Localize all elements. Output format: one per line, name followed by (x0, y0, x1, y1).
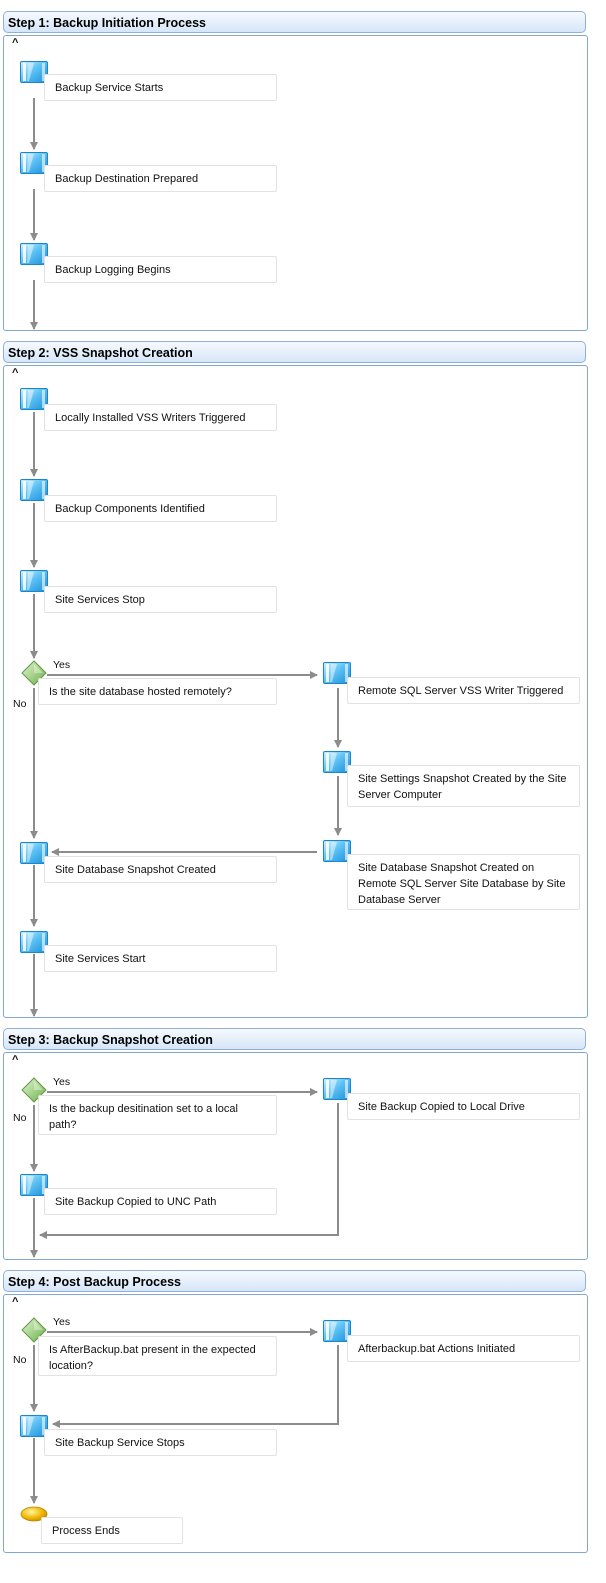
node-backup-components-identified[interactable]: Backup Components Identified (44, 495, 277, 522)
node-backup-service-starts[interactable]: Backup Service Starts (44, 74, 277, 101)
node-site-settings-snapshot[interactable]: Site Settings Snapshot Created by the Si… (347, 765, 580, 807)
connectors (30, 98, 38, 330)
section-step-2: Step 2: VSS Snapshot Creation ^ Locally … (3, 341, 588, 1018)
node-vss-writers-triggered[interactable]: Locally Installed VSS Writers Triggered (44, 404, 277, 431)
node-site-services-start[interactable]: Site Services Start (44, 945, 277, 972)
section-header[interactable]: Step 2: VSS Snapshot Creation (3, 341, 586, 363)
node-decision-db-remote[interactable]: Is the site database hosted remotely? (38, 678, 277, 705)
node-decision-afterbackup[interactable]: Is AfterBackup.bat present in the expect… (38, 1336, 277, 1376)
connectors (30, 412, 342, 1017)
yes-label: Yes (53, 1076, 71, 1088)
node-backup-logging-begins[interactable]: Backup Logging Begins (44, 256, 277, 283)
section-header[interactable]: Step 1: Backup Initiation Process (3, 11, 586, 33)
no-label: No (13, 1112, 27, 1124)
caret-up-icon[interactable]: ^ (12, 1296, 19, 1308)
connector-return (52, 1345, 339, 1428)
yes-label: Yes (53, 1316, 71, 1328)
node-site-services-stop[interactable]: Site Services Stop (44, 586, 277, 613)
section-body: ^ Locally Installed VSS Writers Triggere… (3, 365, 588, 1018)
connectors (30, 1328, 339, 1504)
node-site-db-snapshot[interactable]: Site Database Snapshot Created (44, 856, 277, 883)
node-backup-service-stops[interactable]: Site Backup Service Stops (44, 1429, 277, 1456)
yes-label: Yes (53, 659, 71, 671)
node-copied-local-drive[interactable]: Site Backup Copied to Local Drive (347, 1093, 580, 1120)
connectors (30, 1088, 339, 1258)
node-remote-site-db-snapshot[interactable]: Site Database Snapshot Created on Remote… (347, 854, 580, 910)
node-copied-unc-path[interactable]: Site Backup Copied to UNC Path (44, 1188, 277, 1215)
section-body: ^ Yes No Is AfterBackup.bat present in t… (3, 1294, 588, 1553)
node-backup-destination-prepared[interactable]: Backup Destination Prepared (44, 165, 277, 192)
node-decision-local-path[interactable]: Is the backup desitination set to a loca… (38, 1095, 277, 1135)
section-step-3: Step 3: Backup Snapshot Creation ^ Yes N… (3, 1028, 588, 1260)
section-header[interactable]: Step 4: Post Backup Process (3, 1270, 586, 1292)
connector-return (39, 1103, 339, 1239)
node-afterbackup-actions[interactable]: Afterbackup.bat Actions Initiated (347, 1335, 580, 1362)
section-header[interactable]: Step 3: Backup Snapshot Creation (3, 1028, 586, 1050)
caret-up-icon[interactable]: ^ (12, 367, 19, 379)
no-label: No (13, 698, 27, 710)
section-body: ^ Backup Service Starts Backup Destinati… (3, 35, 588, 331)
caret-up-icon[interactable]: ^ (12, 37, 19, 49)
no-label: No (13, 1354, 27, 1366)
section-step-4: Step 4: Post Backup Process ^ Yes No Is … (3, 1270, 588, 1553)
terminator-oval-icon (20, 1506, 48, 1522)
node-remote-sql-vss-writer[interactable]: Remote SQL Server VSS Writer Triggered (347, 677, 580, 704)
section-step-1: Step 1: Backup Initiation Process ^ Back… (3, 11, 588, 331)
node-process-ends[interactable]: Process Ends (41, 1517, 183, 1544)
section-body: ^ Yes No Is the backup desitination set … (3, 1052, 588, 1260)
caret-up-icon[interactable]: ^ (12, 1054, 19, 1066)
